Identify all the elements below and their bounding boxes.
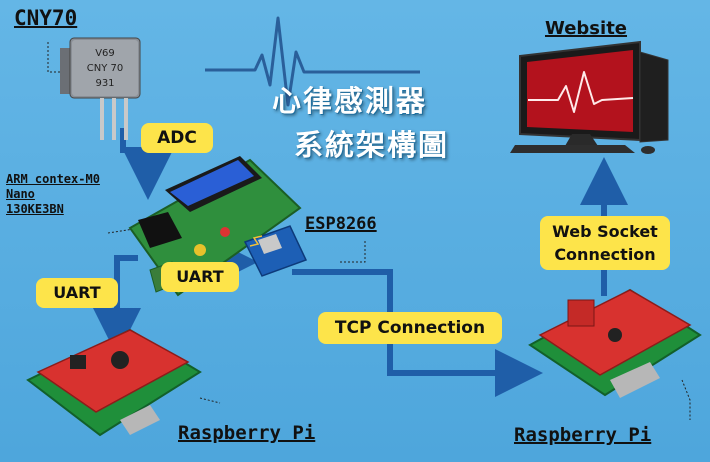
- adc-arrow: [120, 128, 172, 200]
- raspberry-pi-right-label: Raspberry Pi: [514, 424, 652, 446]
- raspberry-pi-left-label: Raspberry Pi: [178, 422, 316, 444]
- arm-board-label: ARM contex-M0 Nano 130KE3BN: [6, 172, 100, 217]
- arm-label-line-1: ARM contex-M0: [6, 172, 100, 186]
- arm-label-line-2: Nano: [6, 187, 35, 201]
- sensor-text-2: CNY 70: [87, 63, 123, 74]
- tcp-connection-label: TCP Connection: [318, 312, 502, 344]
- sensor-text-3: 931: [95, 78, 114, 89]
- uart-left-arrow: [93, 255, 141, 356]
- website-label: Website: [545, 18, 628, 39]
- cny70-label: CNY70: [14, 6, 78, 30]
- arm-label-line-3: 130KE3BN: [6, 202, 64, 216]
- websocket-label-line-1: Web Socket: [552, 222, 658, 241]
- uart-left-connection-label: UART: [36, 278, 118, 308]
- sensor-text-1: V69: [95, 48, 115, 59]
- websocket-connection-label: Web Socket Connection: [540, 216, 670, 270]
- esp8266-label: ESP8266: [305, 214, 377, 234]
- websocket-label-line-2: Connection: [554, 245, 656, 264]
- diagram-title-line-1: 心律感測器: [272, 84, 428, 118]
- uart-mid-connection-label: UART: [161, 262, 239, 292]
- adc-connection-label: ADC: [141, 123, 213, 153]
- diagram-title-line-2: 系統架構圖: [294, 128, 450, 162]
